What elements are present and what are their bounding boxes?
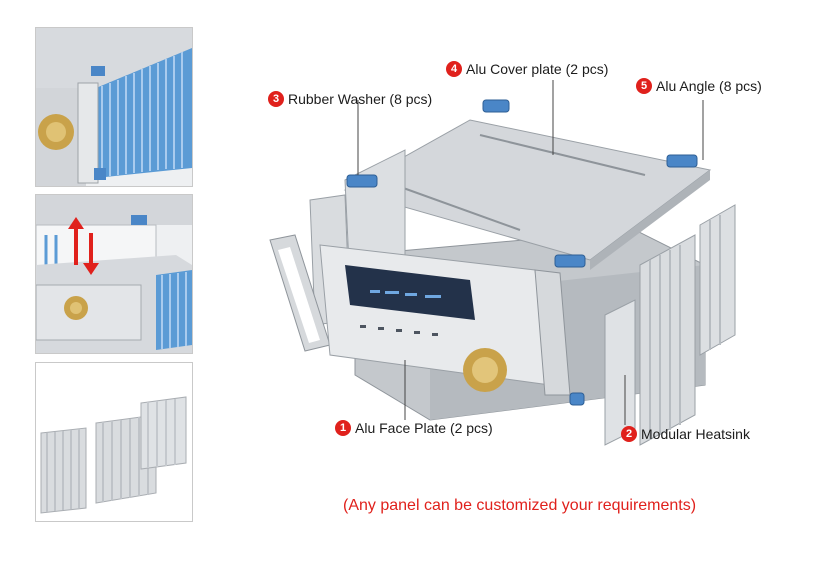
display-panel [345,265,475,320]
callout-label: Rubber Washer (8 pcs) [288,91,433,107]
callout-modular-heatsink: 2 Modular Heatsink [621,426,750,442]
callout-label: Alu Cover plate (2 pcs) [466,61,609,77]
callout-number-badge: 5 [636,78,652,94]
heatsink-module [140,396,187,470]
callout-label: Modular Heatsink [641,426,750,442]
callout-label: Alu Face Plate (2 pcs) [355,420,493,436]
rubber-washer-icon [346,99,698,406]
callout-alu-cover-plate: 4 Alu Cover plate (2 pcs) [446,61,608,77]
callout-alu-face-plate: 1 Alu Face Plate (2 pcs) [335,420,493,436]
customization-note: (Any panel can be customized your requir… [343,497,697,514]
exploded-chassis-illustration [255,55,775,485]
heatsink-fins [96,48,192,178]
callout-number-badge: 2 [621,426,637,442]
alu-face-plate [319,244,551,392]
callout-label: Alu Angle (8 pcs) [656,78,762,94]
callout-rubber-washer: 3 Rubber Washer (8 pcs) [268,91,432,107]
modular-heatsink-right [604,204,736,446]
red-arrow-icon [68,217,99,275]
callout-alu-angle: 5 Alu Angle (8 pcs) [636,78,762,94]
alu-cover-plate [343,119,712,270]
callout-leader-lines [357,80,704,425]
detail-thumbnail-corner [35,27,193,187]
heatsink-modules-illustration [36,363,192,521]
detail-thumbnail-assembly [35,194,193,354]
assembly-detail-illustration [36,195,192,353]
callout-number-badge: 1 [335,420,351,436]
callout-number-badge: 4 [446,61,462,77]
callout-number-badge: 3 [268,91,284,107]
exploded-chassis-drawing [269,80,736,446]
heatsink-module [40,427,87,514]
detail-thumbnail-heatsinks [35,362,193,522]
corner-detail-illustration [36,28,192,186]
